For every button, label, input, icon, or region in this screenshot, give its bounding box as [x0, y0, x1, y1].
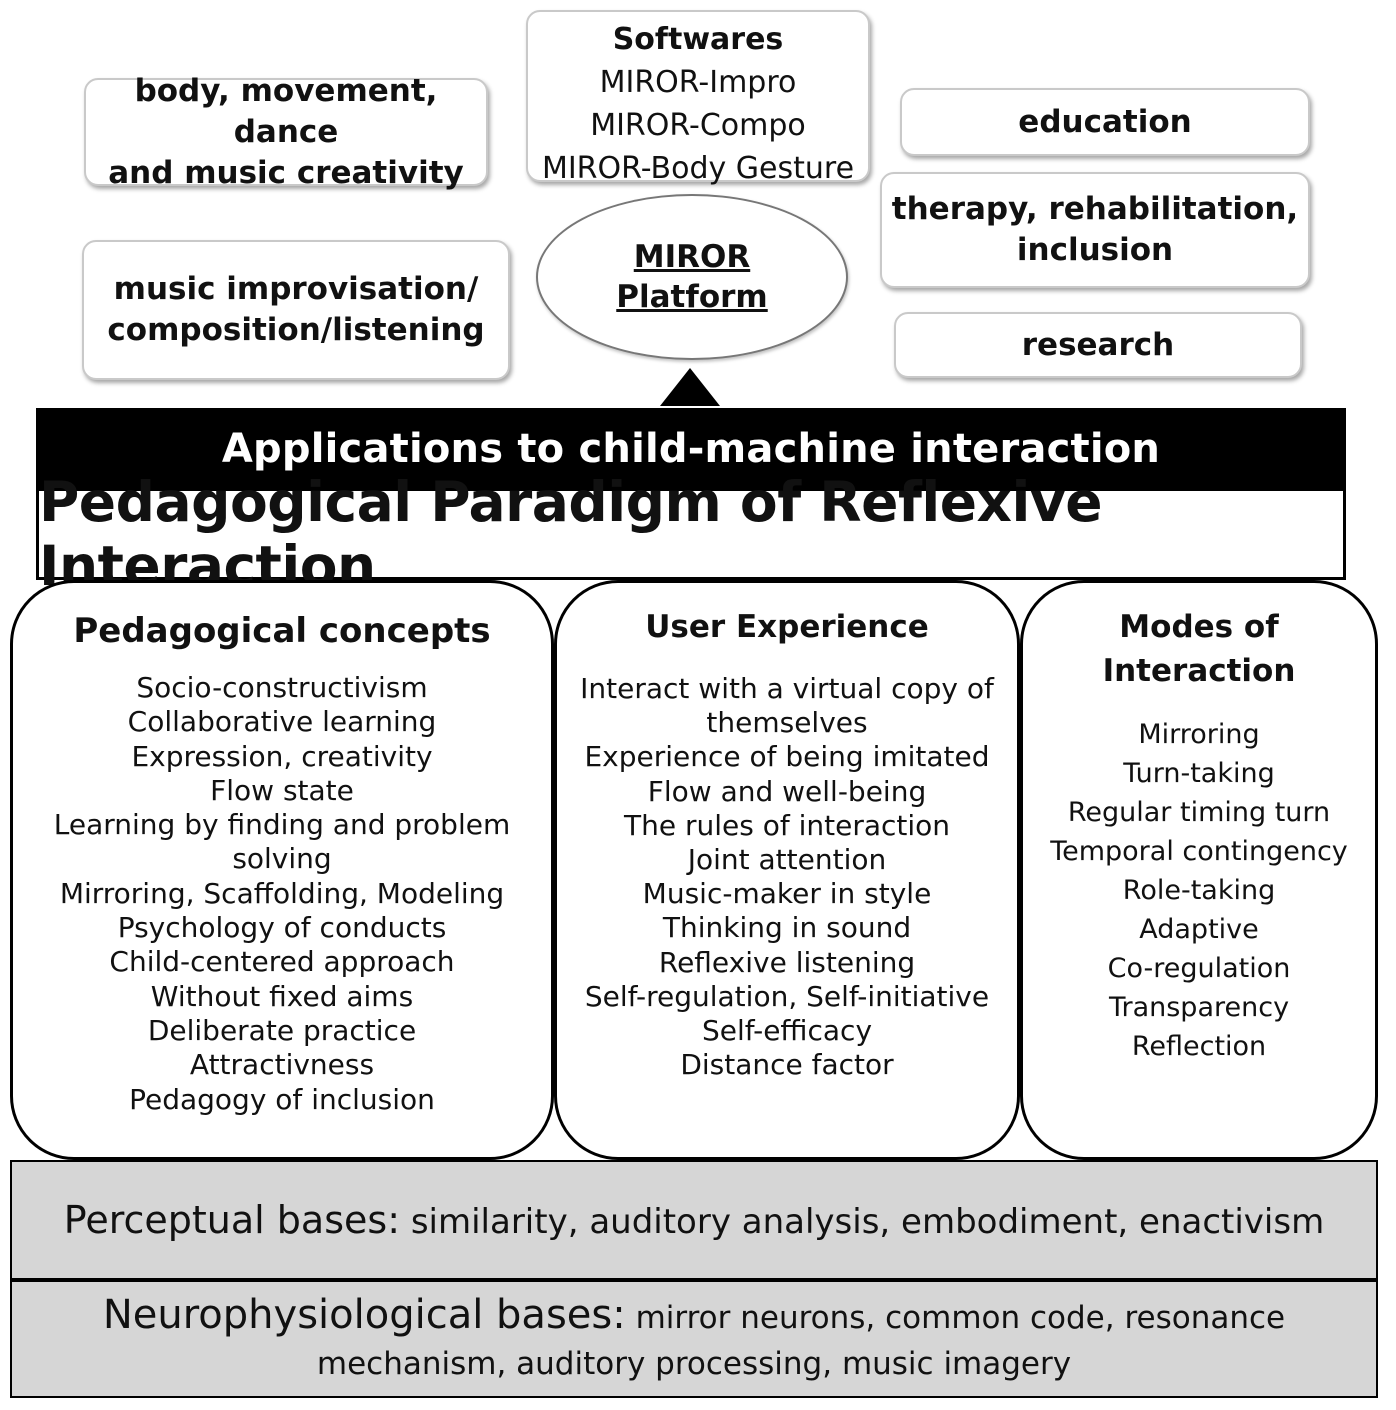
list-item: Reflection: [1131, 1031, 1267, 1062]
perceptual-bases-line: Perceptual bases: similarity, auditory a…: [64, 1198, 1324, 1242]
softwares-title: Softwares: [612, 22, 784, 57]
list-item: Without fixed aims: [150, 979, 414, 1013]
miror-platform-ellipse: MIROR Platform: [536, 194, 848, 360]
column-title: User Experience: [645, 609, 929, 645]
list-item: Psychology of conducts: [117, 911, 447, 945]
applications-bar: Applications to child-machine interactio…: [36, 408, 1346, 490]
column-title: Modes of Interaction: [1023, 605, 1375, 693]
box-research-label: research: [1021, 326, 1175, 363]
box-body-movement: body, movement, dance and music creativi…: [84, 73, 488, 191]
list-item: Attractivness: [189, 1048, 375, 1082]
list-item: Joint attention: [687, 843, 887, 877]
list-item: Reflexive listening: [658, 945, 916, 979]
column-user-experience: User Experience Interact with a virtual …: [554, 580, 1020, 1160]
list-item: Role-taking: [1122, 875, 1276, 906]
list-item: Self-efficacy: [701, 1014, 873, 1048]
list-item: Child-centered approach: [109, 945, 455, 979]
box-improvisation-line1: music improvisation/: [113, 271, 479, 307]
list-item: Learning by finding and problem: [53, 808, 511, 842]
box-research: research: [894, 312, 1302, 378]
box-improvisation-line2: composition/listening: [107, 312, 485, 348]
list-item: Expression, creativity: [131, 739, 433, 773]
box-body-movement-line2: and music creativity: [108, 154, 464, 191]
software-item: MIROR-Impro: [599, 65, 797, 100]
platform-line1: MIROR: [633, 239, 751, 275]
list-item: Temporal contingency: [1050, 836, 1348, 867]
list-item: Experience of being imitated: [584, 740, 990, 774]
list-item: solving: [232, 842, 332, 876]
list-item: Deliberate practice: [147, 1013, 417, 1047]
list-item: The rules of interaction: [623, 808, 951, 842]
list-item: Turn-taking: [1123, 758, 1275, 789]
box-body-movement-line1: body, movement, dance: [134, 72, 438, 150]
list-item: themselves: [706, 706, 868, 740]
box-therapy: therapy, rehabilitation, inclusion: [880, 172, 1310, 288]
list-item: Regular timing turn: [1067, 797, 1331, 828]
neuro-bases-text-line1: mirror neurons, common code, resonance: [635, 1299, 1286, 1336]
neuro-bases-label: Neurophysiological bases:: [102, 1291, 626, 1338]
paradigm-title-bar: Pedagogical Paradigm of Reflexive Intera…: [36, 470, 1346, 598]
list-item: Socio-constructivism: [136, 671, 428, 704]
list-item: Pedagogy of inclusion: [129, 1082, 435, 1116]
neuro-bases-line1: Neurophysiological bases: mirror neurons…: [103, 1292, 1285, 1341]
perceptual-bases-text: similarity, auditory analysis, embodimen…: [410, 1202, 1325, 1242]
perceptual-bases-label: Perceptual bases:: [63, 1198, 400, 1242]
applications-label: Applications to child-machine interactio…: [221, 426, 1161, 472]
software-item: MIROR-Compo: [590, 108, 806, 143]
paradigm-title: Pedagogical Paradigm of Reflexive Intera…: [39, 470, 1103, 598]
list-item: Flow and well-being: [647, 774, 927, 808]
arrow-up-icon: [660, 368, 720, 406]
list-item: Self-regulation, Self-initiative: [584, 979, 990, 1013]
list-item: Thinking in sound: [662, 911, 912, 945]
list-item: Transparency: [1108, 992, 1290, 1023]
box-therapy-line1: therapy, rehabilitation,: [891, 191, 1299, 227]
list-item: Distance factor: [680, 1048, 894, 1082]
neurophysiological-bases-bar: Neurophysiological bases: mirror neurons…: [10, 1280, 1378, 1398]
box-education-label: education: [1018, 103, 1192, 140]
platform-line2: Platform: [616, 279, 768, 315]
software-item: MIROR-Body Gesture: [541, 151, 855, 186]
column-title-line1: Modes of: [1119, 609, 1279, 645]
list-item: Flow state: [210, 773, 354, 807]
box-education: education: [900, 88, 1310, 156]
perceptual-bases-bar: Perceptual bases: similarity, auditory a…: [10, 1160, 1378, 1280]
list-item: Mirroring: [1138, 719, 1260, 750]
column-modes-of-interaction: Modes of Interaction Mirroring Turn-taki…: [1020, 580, 1378, 1160]
box-softwares: Softwares MIROR-Impro MIROR-Compo MIROR-…: [526, 10, 870, 186]
column-title-line2: Interaction: [1102, 653, 1296, 689]
list-item: Adaptive: [1139, 914, 1259, 945]
box-improvisation: music improvisation/ composition/listeni…: [82, 240, 510, 380]
neuro-bases-text-line2: mechanism, auditory processing, music im…: [316, 1345, 1072, 1382]
list-item: Interact with a virtual copy of: [580, 672, 994, 705]
list-item: Co-regulation: [1107, 953, 1291, 984]
list-item: Music-maker in style: [642, 877, 932, 911]
list-item: Mirroring, Scaffolding, Modeling: [59, 876, 505, 910]
column-pedagogical-concepts: Pedagogical concepts Socio-constructivis…: [10, 580, 554, 1160]
list-item: Collaborative learning: [127, 705, 437, 739]
column-title: Pedagogical concepts: [73, 611, 491, 651]
box-therapy-line2: inclusion: [1016, 232, 1174, 268]
